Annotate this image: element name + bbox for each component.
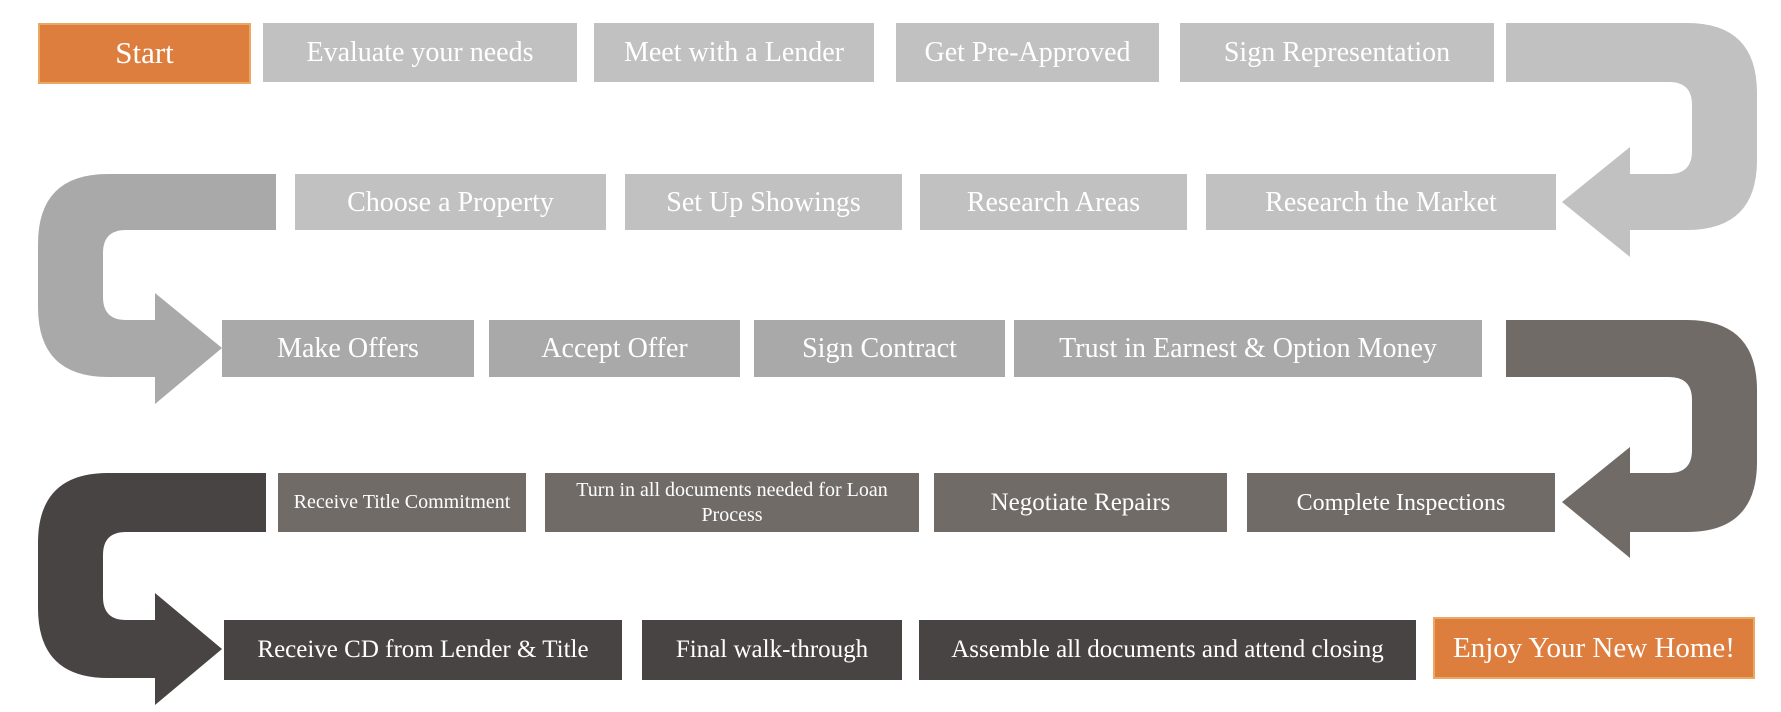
step-research-areas: Research Areas (920, 174, 1187, 230)
step-choose-a-property: Choose a Property (295, 174, 606, 230)
step-enjoy-your-new-home: Enjoy Your New Home! (1433, 617, 1755, 679)
step-assemble-documents-attend-closing: Assemble all documents and attend closin… (919, 620, 1416, 680)
step-turn-in-all-documents: Turn in all documents needed for Loan Pr… (545, 473, 919, 532)
step-accept-offer: Accept Offer (489, 320, 740, 377)
step-receive-title-commitment: Receive Title Commitment (278, 473, 526, 532)
step-sign-contract: Sign Contract (754, 320, 1005, 377)
u-turn-arrow-left-1 (38, 174, 276, 404)
step-evaluate-your-needs: Evaluate your needs (263, 23, 577, 82)
step-complete-inspections: Complete Inspections (1247, 473, 1555, 532)
step-make-offers: Make Offers (222, 320, 474, 377)
step-meet-with-a-lender: Meet with a Lender (594, 23, 874, 82)
u-turn-arrow-right-2 (1506, 320, 1757, 558)
step-final-walk-through: Final walk-through (642, 620, 902, 680)
step-set-up-showings: Set Up Showings (625, 174, 902, 230)
step-sign-representation: Sign Representation (1180, 23, 1494, 82)
step-receive-cd-from-lender-and-title: Receive CD from Lender & Title (224, 620, 622, 680)
step-negotiate-repairs: Negotiate Repairs (934, 473, 1227, 532)
step-trust-in-earnest-and-option-money: Trust in Earnest & Option Money (1014, 320, 1482, 377)
step-start: Start (38, 23, 251, 84)
u-turn-arrow-right-1 (1506, 23, 1757, 257)
u-turn-arrow-left-2 (38, 473, 266, 705)
step-research-the-market: Research the Market (1206, 174, 1556, 230)
step-turn-in-all-documents-label: Turn in all documents needed for Loan Pr… (576, 478, 888, 526)
step-get-pre-approved: Get Pre-Approved (896, 23, 1159, 82)
